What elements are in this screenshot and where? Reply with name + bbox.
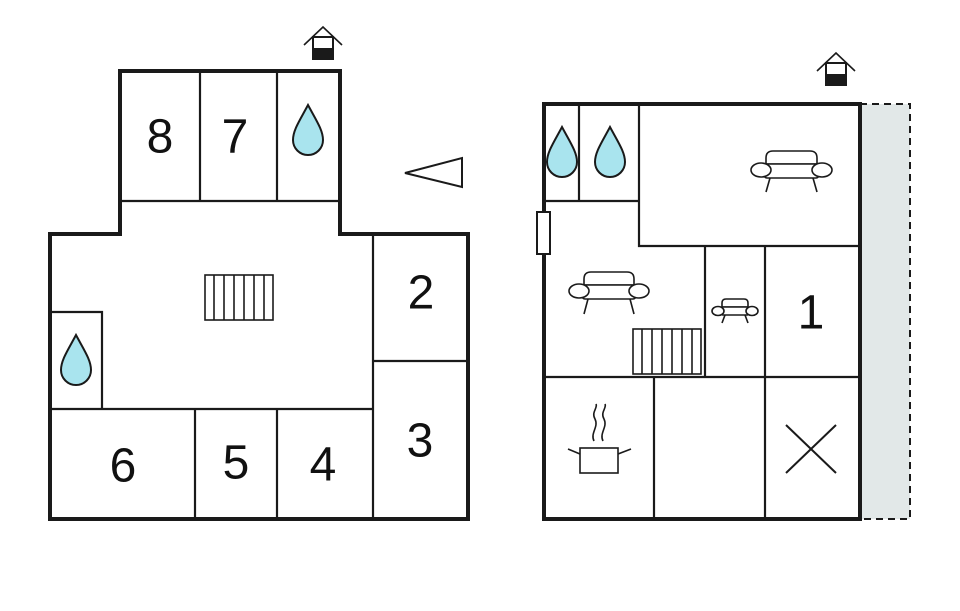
- house-entrance-icon: [816, 51, 856, 86]
- water-drop-icon: [545, 124, 579, 178]
- interior-wall: [637, 104, 860, 248]
- right-floor-plan: 1: [536, 51, 911, 521]
- armchair-icon: [711, 298, 759, 324]
- sofa-icon: [750, 150, 833, 193]
- door-marker: [536, 211, 551, 255]
- cooking-pot-icon: [567, 403, 632, 474]
- room-number-4: 4: [310, 439, 337, 492]
- left-floor-plan: 8 7 2 3 6 5 4: [48, 25, 470, 521]
- interior-wall: [50, 310, 104, 409]
- left-outer-wall: [48, 69, 470, 521]
- house-entrance-icon: [303, 25, 343, 60]
- water-drop-icon: [291, 102, 325, 156]
- water-drop-icon: [59, 332, 93, 386]
- room-number-8: 8: [147, 111, 174, 164]
- sofa-icon: [568, 271, 650, 315]
- radiator-icon: [204, 274, 274, 321]
- room-number-6: 6: [110, 440, 137, 493]
- cross-icon: [785, 424, 837, 474]
- right-outer-wall: [542, 102, 862, 521]
- arrow-left-icon: [404, 156, 463, 189]
- room-number-7: 7: [222, 111, 249, 164]
- room-number-1: 1: [798, 287, 825, 340]
- room-number-5: 5: [223, 437, 250, 490]
- radiator-icon: [632, 328, 702, 375]
- room-number-3: 3: [407, 415, 434, 468]
- water-drop-icon: [593, 124, 627, 178]
- room-number-2: 2: [408, 267, 435, 320]
- terrace-area: [859, 103, 911, 520]
